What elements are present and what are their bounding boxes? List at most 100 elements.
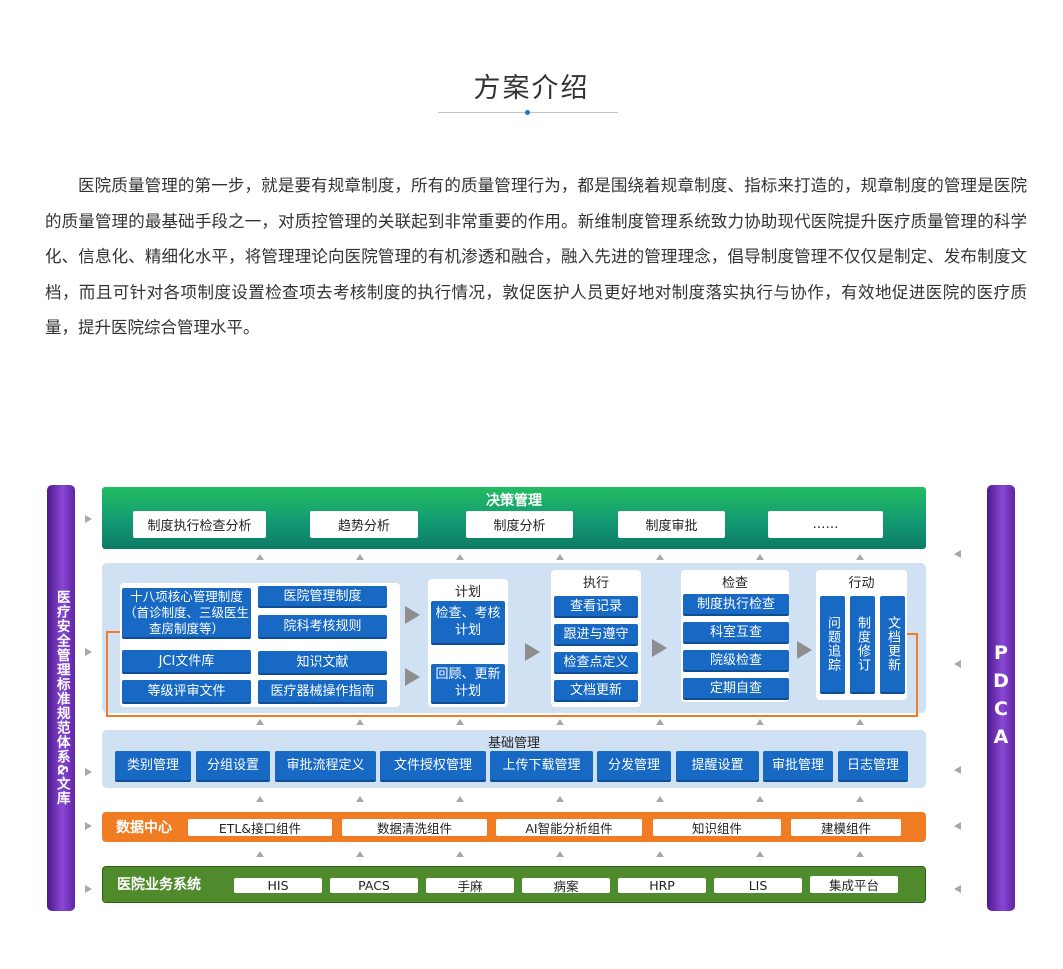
- intro-paragraph: 医院质量管理的第一步，就是要有规章制度，所有的质量管理行为，都是围绕着规章制度、…: [45, 176, 1027, 337]
- act-item: 问题追踪: [820, 596, 845, 694]
- flow-arrow-icon: [652, 639, 667, 657]
- hospital-system-item: 病案: [522, 878, 610, 894]
- arrow-up-icon: [856, 796, 864, 802]
- library-item: 知识文献: [258, 651, 387, 675]
- basic-item: 日志管理: [838, 751, 908, 782]
- arrow-up-icon: [456, 554, 464, 560]
- basic-item: 上传下载管理: [490, 751, 593, 782]
- basic-item: 类别管理: [115, 751, 191, 782]
- execute-item: 跟进与遵守: [554, 624, 638, 646]
- arrow-up-icon: [856, 554, 864, 560]
- arrow-up-icon: [556, 554, 564, 560]
- arrow-up-icon: [356, 851, 364, 857]
- decision-item: 制度执行检查分析: [133, 511, 266, 538]
- arrow-left-icon: [954, 885, 961, 893]
- hospital-system-item: 手麻: [426, 878, 514, 894]
- basic-item: 分组设置: [196, 751, 270, 782]
- library-core: 十八项核心管理制度（首诊制度、三级医生查房制度等）: [122, 588, 251, 639]
- arrow-up-icon: [756, 719, 764, 725]
- flow-arrow-icon: [405, 668, 420, 686]
- arrow-up-icon: [456, 719, 464, 725]
- basic-item: 审批流程定义: [275, 751, 376, 782]
- check-item: 科室互查: [683, 622, 789, 644]
- arrow-up-icon: [656, 851, 664, 857]
- page-title: 方案介绍: [473, 73, 590, 104]
- hospital-system-item: HRP: [618, 878, 706, 893]
- decision-item: 制度审批: [618, 511, 725, 538]
- plan-item: 检查、考核计划: [431, 601, 505, 645]
- right-side-bar-label: PDCA: [990, 642, 1012, 754]
- act-item: 制度修订: [850, 596, 875, 694]
- loop-line-left: [106, 631, 122, 717]
- check-item: 院级检查: [683, 650, 789, 672]
- arrow-left-icon: [954, 766, 961, 774]
- arrow-left-icon: [954, 550, 961, 558]
- arrow-up-icon: [256, 796, 264, 802]
- data-center-item: 建模组件: [791, 819, 901, 836]
- basic-item: 审批管理: [763, 751, 833, 782]
- arrow-up-icon: [456, 796, 464, 802]
- arrow-right-icon: [85, 822, 92, 830]
- left-side-bar-label: 医疗安全管理标准规范体系&文库: [53, 590, 70, 806]
- right-side-bar: PDCA: [987, 485, 1015, 911]
- library-jci: JCI文件库: [122, 650, 251, 674]
- arrow-up-icon: [856, 851, 864, 857]
- flow-arrow-icon: [525, 643, 540, 661]
- data-center-layer: 数据中心 ETL&接口组件 数据清洗组件 AI智能分析组件 知识组件 建模组件: [102, 812, 926, 842]
- data-center-item: AI智能分析组件: [496, 819, 642, 836]
- check-item: 制度执行检查: [683, 594, 789, 616]
- execute-item: 文档更新: [554, 680, 638, 702]
- title-dot: [525, 110, 530, 115]
- decision-item: 制度分析: [466, 511, 573, 538]
- basic-layer-title: 基础管理: [487, 736, 540, 751]
- data-center-item: 知识组件: [653, 819, 781, 836]
- data-center-item: ETL&接口组件: [188, 819, 332, 836]
- arrow-up-icon: [256, 719, 264, 725]
- execute-item: 检查点定义: [554, 652, 638, 674]
- library-grade: 等级评审文件: [122, 680, 251, 704]
- plan-title: 计划: [454, 585, 481, 600]
- loop-line-bottom: [106, 715, 918, 717]
- data-center-label: 数据中心: [116, 820, 172, 836]
- arrow-up-icon: [456, 851, 464, 857]
- execute-item: 查看记录: [554, 596, 638, 618]
- loop-line-right: [906, 633, 918, 717]
- hospital-system-label: 医院业务系统: [117, 877, 201, 893]
- arrow-up-icon: [356, 719, 364, 725]
- title-rule-left: [438, 112, 526, 113]
- arrow-left-icon: [954, 660, 961, 668]
- arrow-right-icon: [85, 885, 92, 893]
- plan-item: 回顾、更新计划: [431, 664, 505, 704]
- data-center-item: 数据清洗组件: [342, 819, 487, 836]
- basic-item: 文件授权管理: [380, 751, 486, 782]
- arrow-up-icon: [756, 796, 764, 802]
- arrow-right-icon: [85, 768, 92, 776]
- arrow-right-icon: [85, 648, 92, 656]
- library-item: 医院管理制度: [258, 586, 387, 608]
- arrow-up-icon: [356, 554, 364, 560]
- arrow-right-icon: [85, 515, 92, 523]
- arrow-left-icon: [954, 822, 961, 830]
- act-item: 文档更新: [880, 596, 905, 694]
- title-rule-right: [530, 112, 618, 113]
- arrow-up-icon: [756, 554, 764, 560]
- hospital-system-item: 集成平台: [810, 876, 898, 893]
- flow-arrow-icon: [797, 641, 812, 659]
- hospital-system-item: LIS: [714, 878, 802, 893]
- hospital-system-layer: 医院业务系统 HIS PACS 手麻 病案 HRP LIS 集成平台: [102, 866, 926, 903]
- decision-layer-title: 决策管理: [486, 493, 542, 509]
- decision-item: 趋势分析: [310, 511, 418, 538]
- act-title: 行动: [848, 576, 875, 591]
- left-side-bar: 医疗安全管理标准规范体系&文库: [47, 485, 75, 911]
- arrow-up-icon: [256, 554, 264, 560]
- arrow-up-icon: [256, 851, 264, 857]
- check-item: 定期自查: [683, 678, 789, 700]
- check-title: 检查: [721, 576, 748, 591]
- arrow-up-icon: [556, 719, 564, 725]
- arrow-up-icon: [556, 796, 564, 802]
- arrow-up-icon: [656, 719, 664, 725]
- decision-item: ……: [768, 511, 883, 538]
- library-item: 院科考核规则: [258, 615, 387, 639]
- arrow-up-icon: [356, 796, 364, 802]
- arrow-up-icon: [756, 851, 764, 857]
